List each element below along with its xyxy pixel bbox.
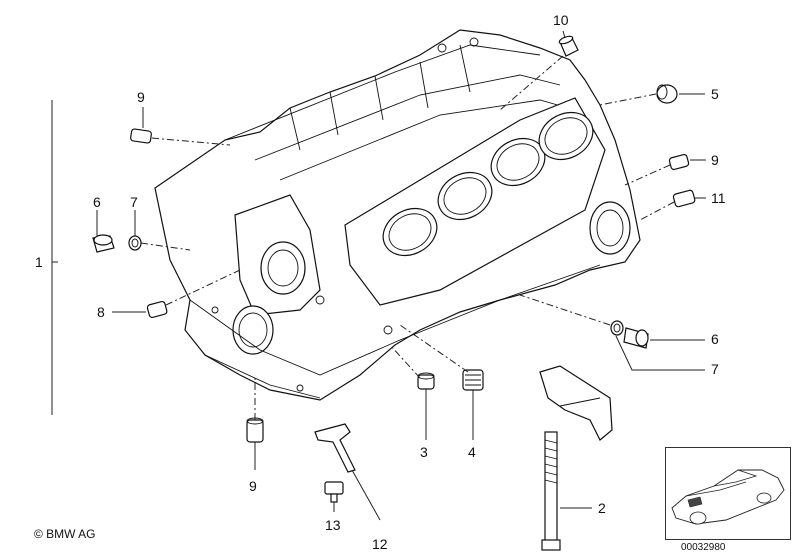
part-6-screw-plug-left: [92, 234, 115, 253]
callout-6-left: 6: [93, 194, 101, 210]
diagram-reference-number: 00032980: [681, 542, 726, 553]
copyright-text: © BMW AG: [34, 527, 96, 541]
callout-5: 5: [711, 86, 719, 102]
callout-10: 10: [553, 12, 569, 28]
car-outline-icon: [671, 469, 785, 525]
callout-3: 3: [420, 444, 428, 460]
callout-9-right: 9: [711, 152, 719, 168]
part-11-dowel-sleeve: [672, 189, 696, 208]
part-8-dowel: [146, 300, 168, 319]
vehicle-thumbnail: [665, 447, 791, 540]
part-7-seal-ring-right: [610, 320, 624, 336]
part-9-dowel-bottom: [246, 417, 264, 443]
callout-9-top: 9: [137, 89, 145, 105]
part-3-plug: [417, 372, 435, 390]
callout-7-left: 7: [130, 194, 138, 210]
part-9-dowel-top: [130, 128, 152, 144]
part-5-sealing-plug: [656, 84, 678, 104]
callout-7-right: 7: [711, 361, 719, 377]
part-2-bearing-cap-bolt: [539, 365, 613, 551]
part-6-screw-plug-right: [623, 327, 649, 349]
callout-8: 8: [97, 304, 105, 320]
callout-4: 4: [468, 444, 476, 460]
leader-lines: [51, 30, 706, 521]
part-13-screw: [324, 481, 344, 503]
part-7-seal-ring-left: [128, 235, 142, 251]
callout-11: 11: [711, 190, 726, 206]
callout-2: 2: [598, 500, 606, 516]
part-10-dowel-sleeve: [558, 35, 579, 57]
engine-block: [154, 29, 641, 401]
callout-6-right: 6: [711, 331, 719, 347]
part-12-bracket: [314, 423, 356, 473]
callout-1: 1: [35, 254, 43, 270]
callout-12: 12: [372, 536, 388, 552]
part-4-threaded-plug: [462, 369, 484, 391]
callout-13: 13: [325, 517, 341, 533]
callout-9-bottom: 9: [249, 478, 257, 494]
callout-labels: 1 2 3 4 5 6 6 7 7 8 9 9 9 10 11 12 13: [35, 12, 726, 552]
part-9-dowel-right: [668, 153, 690, 171]
